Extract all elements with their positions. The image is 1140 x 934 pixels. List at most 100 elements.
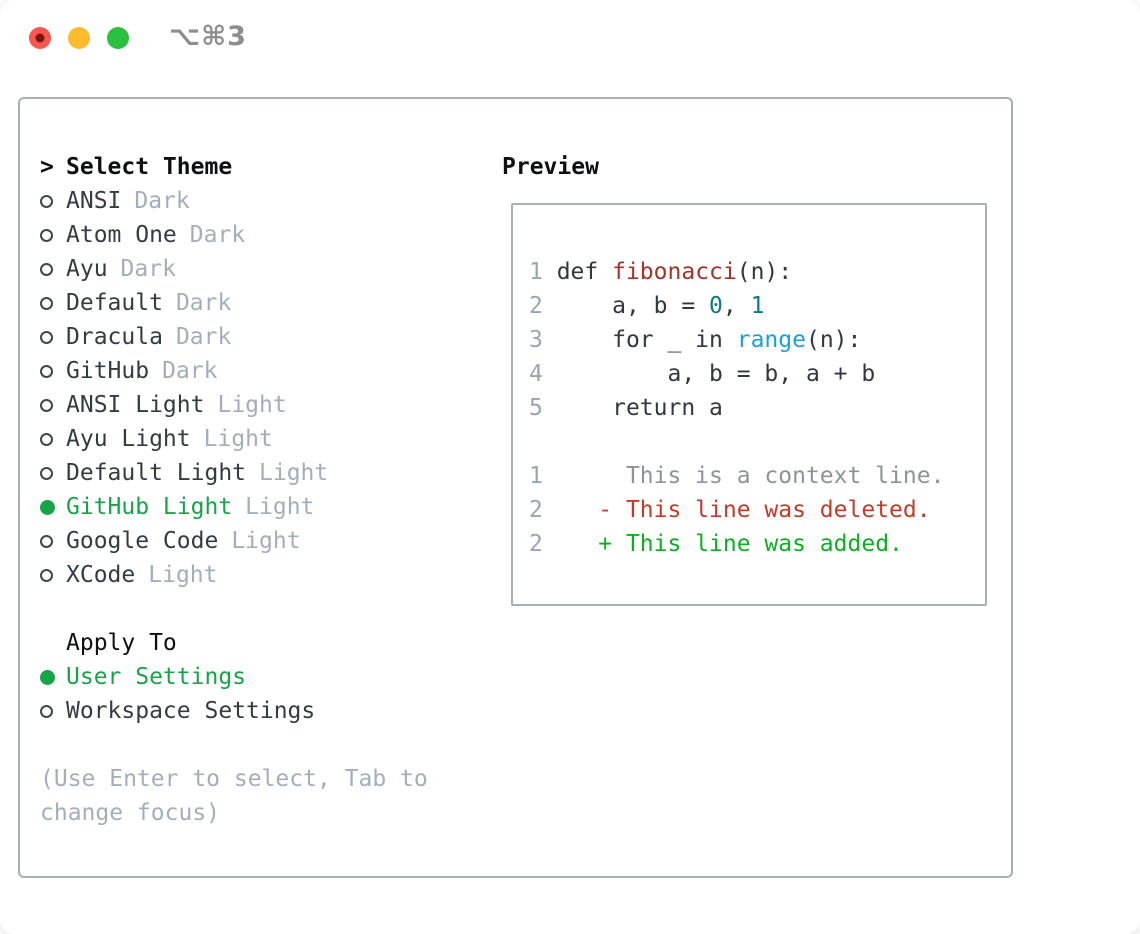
theme-variant-tag: Dark <box>162 358 218 384</box>
line-number: 3 <box>529 327 543 353</box>
theme-option-label: GitHub Light <box>66 494 233 520</box>
radio-icon <box>40 228 53 242</box>
spacer <box>40 592 492 626</box>
theme-variant-tag: Light <box>231 528 301 554</box>
line-number: 2 <box>529 497 543 523</box>
theme-option-xcode[interactable]: XCode Light <box>40 558 492 592</box>
prompt-icon: > <box>40 154 54 180</box>
theme-option-default[interactable]: Default Dark <box>40 286 492 320</box>
code-segment-number: 0 <box>709 293 723 319</box>
minimize-button[interactable] <box>68 27 90 49</box>
theme-variant-tag: Dark <box>189 222 246 248</box>
diff-sample: 1 This is a context line.2 - This line w… <box>529 459 985 561</box>
theme-option-dracula[interactable]: Dracula Dark <box>40 320 492 354</box>
theme-variant-tag: Light <box>217 392 287 418</box>
code-segment-plain: , <box>722 293 751 319</box>
code-line-code: 2 a, b = 0, 1 <box>529 289 985 323</box>
code-line-code: 5 return a <box>529 391 985 425</box>
radio-icon <box>40 466 53 480</box>
radio-icon <box>40 194 53 208</box>
code-segment-added: + This line was added. <box>542 531 903 557</box>
theme-variant-tag: Dark <box>175 324 232 350</box>
theme-option-label: ANSI Light <box>66 392 205 418</box>
apply-to-header: Apply To <box>40 626 492 660</box>
theme-variant-tag: Dark <box>175 290 232 316</box>
titlebar: ⌥⌘3 <box>0 0 1140 76</box>
code-segment-plain: for _ in <box>542 327 737 353</box>
apply-option-label: Workspace Settings <box>66 698 316 724</box>
theme-variant-tag: Dark <box>120 256 176 282</box>
radio-icon <box>40 262 53 276</box>
code-segment-func: fibonacci <box>612 259 737 285</box>
radio-icon <box>40 432 53 446</box>
traffic-lights <box>29 27 129 49</box>
theme-option-google-code[interactable]: Google Code Light <box>40 524 492 558</box>
preview-column: Preview 1 def fibonacci(n):2 a, b = 0, 1… <box>502 150 987 606</box>
preview-title: Preview <box>502 154 599 180</box>
theme-variant-tag: Light <box>245 494 315 520</box>
radio-icon <box>40 296 53 310</box>
radio-selected-icon <box>40 499 55 515</box>
apply-option-user-settings[interactable]: User Settings <box>40 660 492 694</box>
theme-option-atom-one[interactable]: Atom One Dark <box>40 218 492 252</box>
line-number: 1 <box>529 463 543 489</box>
theme-option-github[interactable]: GitHub Dark <box>40 354 492 388</box>
theme-option-label: Dracula <box>66 324 163 350</box>
diff-line-deleted: 2 - This line was deleted. <box>529 493 985 527</box>
maximize-button[interactable] <box>107 27 129 49</box>
close-button[interactable] <box>29 27 51 49</box>
theme-option-github-light[interactable]: GitHub Light Light <box>40 490 492 524</box>
spacer <box>40 728 492 762</box>
theme-variant-tag: Light <box>259 460 329 486</box>
diff-line-context: 1 This is a context line. <box>529 459 985 493</box>
code-line-code: 3 for _ in range(n): <box>529 323 985 357</box>
line-number: 5 <box>529 395 543 421</box>
line-number: 4 <box>529 361 543 387</box>
code-segment-number: 1 <box>750 293 765 319</box>
theme-option-label: Atom One <box>66 222 177 248</box>
close-button-dot-icon <box>35 33 45 43</box>
select-theme-title: Select Theme <box>66 154 233 180</box>
theme-option-label: GitHub <box>66 358 150 384</box>
theme-variant-tag: Dark <box>134 188 190 214</box>
hint-text: (Use Enter to select, Tab to change focu… <box>40 766 428 826</box>
radio-icon <box>40 534 53 548</box>
apply-option-label: User Settings <box>66 664 247 690</box>
theme-variant-tag: Light <box>203 426 273 452</box>
apply-to-title: Apply To <box>66 630 177 656</box>
code-segment-plain: return a <box>542 395 723 421</box>
code-segment-plain: (n): <box>736 259 793 285</box>
line-number: 1 <box>529 259 543 285</box>
theme-option-label: Default <box>66 290 163 316</box>
theme-option-ayu[interactable]: Ayu Dark <box>40 252 492 286</box>
theme-option-label: Google Code <box>66 528 219 554</box>
window-shortcut-label: ⌥⌘3 <box>169 21 247 52</box>
theme-option-label: XCode <box>66 562 136 588</box>
select-theme-header: > Select Theme <box>40 150 492 184</box>
code-segment-plain: def <box>542 259 613 285</box>
code-segment-plain: a, b = b, a + b <box>542 361 876 387</box>
radio-icon <box>40 398 53 412</box>
line-number: 2 <box>529 531 543 557</box>
theme-option-ayu-light[interactable]: Ayu Light Light <box>40 422 492 456</box>
code-segment-plain: (n): <box>805 327 862 353</box>
radio-icon <box>40 704 53 718</box>
theme-variant-tag: Light <box>148 562 218 588</box>
theme-option-ansi[interactable]: ANSI Dark <box>40 184 492 218</box>
theme-option-label: Ayu <box>66 256 108 282</box>
apply-option-workspace-settings[interactable]: Workspace Settings <box>40 694 492 728</box>
line-number: 2 <box>529 293 543 319</box>
code-segment-context: This is a context line. <box>542 463 945 489</box>
theme-option-label: ANSI <box>66 188 122 214</box>
blank-line <box>529 425 985 459</box>
theme-option-ansi-light[interactable]: ANSI Light Light <box>40 388 492 422</box>
code-segment-deleted: - This line was deleted. <box>542 497 931 523</box>
theme-option-label: Ayu Light <box>66 426 191 452</box>
